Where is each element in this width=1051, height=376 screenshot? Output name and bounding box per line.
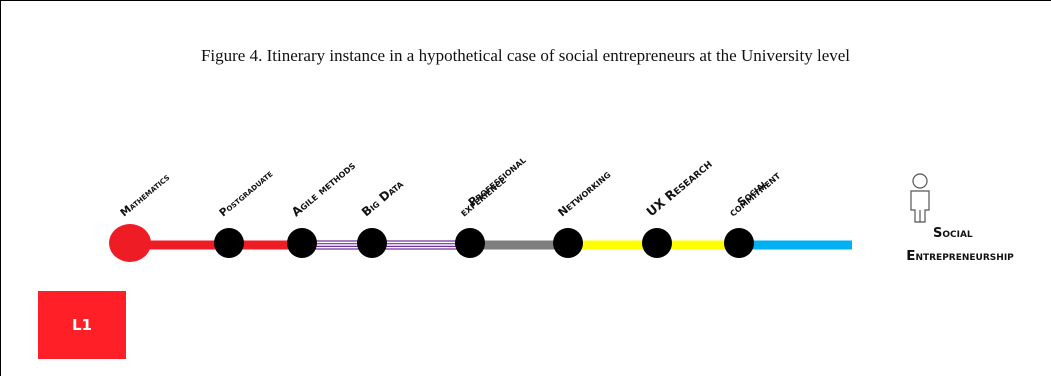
destination-label-line-1: Social [933,226,973,241]
stop-label-social-commitment-line-2: commitment [727,169,784,220]
stop-postgraduate [214,228,244,258]
stop-label-ux-research: UX Research [643,156,714,219]
figure-caption: Figure 4. Itinerary instance in a hypoth… [200,46,851,65]
destination-label-line-2: Entrepreneurship [906,248,1014,264]
stop-label-postgraduate: Postgraduate [217,168,275,220]
route-segments [130,240,852,250]
stop-agile-methods [287,228,317,258]
line-badge-l1: L1 [38,291,126,359]
route-segment-4 [372,240,470,250]
stop-label-networking: Networking [556,168,614,219]
stop-label-mathematics: Mathematics [118,171,172,219]
stop-professional-experience [455,228,485,258]
stop-social-commitment [724,228,754,258]
stop-ux-research [642,228,672,258]
route-stops [109,224,754,262]
stop-label-professional-experience-line-2: experience [458,174,509,220]
stop-label-big-data: Big Data [359,176,406,219]
stop-label-agile-methods: Agile methods [289,158,358,219]
destination: Social Entrepreneurship [906,173,1014,264]
stop-mathematics [109,224,151,262]
person-icon [910,173,930,223]
stop-networking [553,228,583,258]
stop-big-data [357,228,387,258]
